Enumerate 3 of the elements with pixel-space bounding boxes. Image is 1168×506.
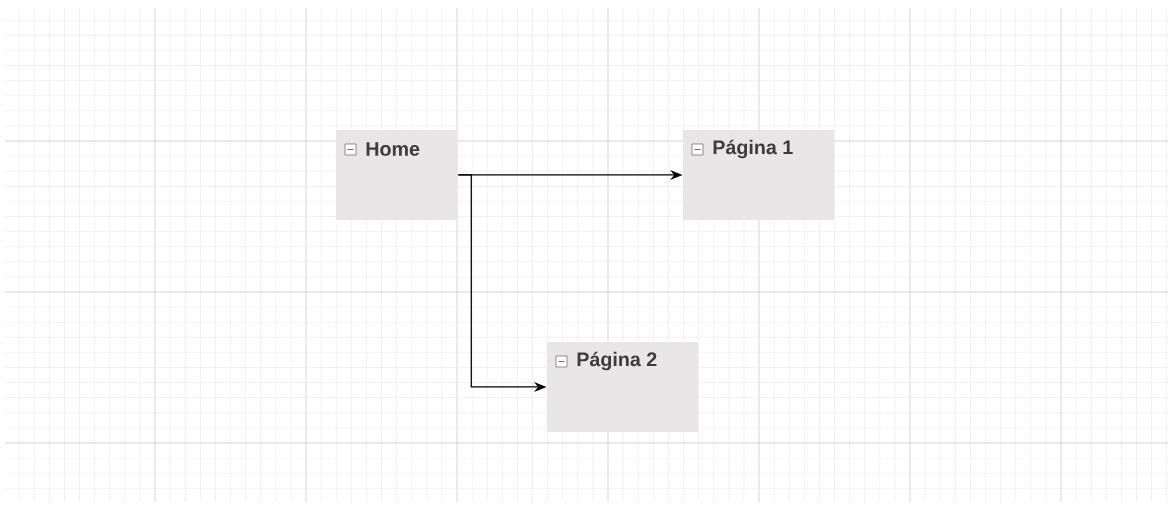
page-box: Home <box>336 130 458 220</box>
page-box: Página 2 <box>547 342 698 432</box>
page-box: Página 1 <box>683 130 834 220</box>
